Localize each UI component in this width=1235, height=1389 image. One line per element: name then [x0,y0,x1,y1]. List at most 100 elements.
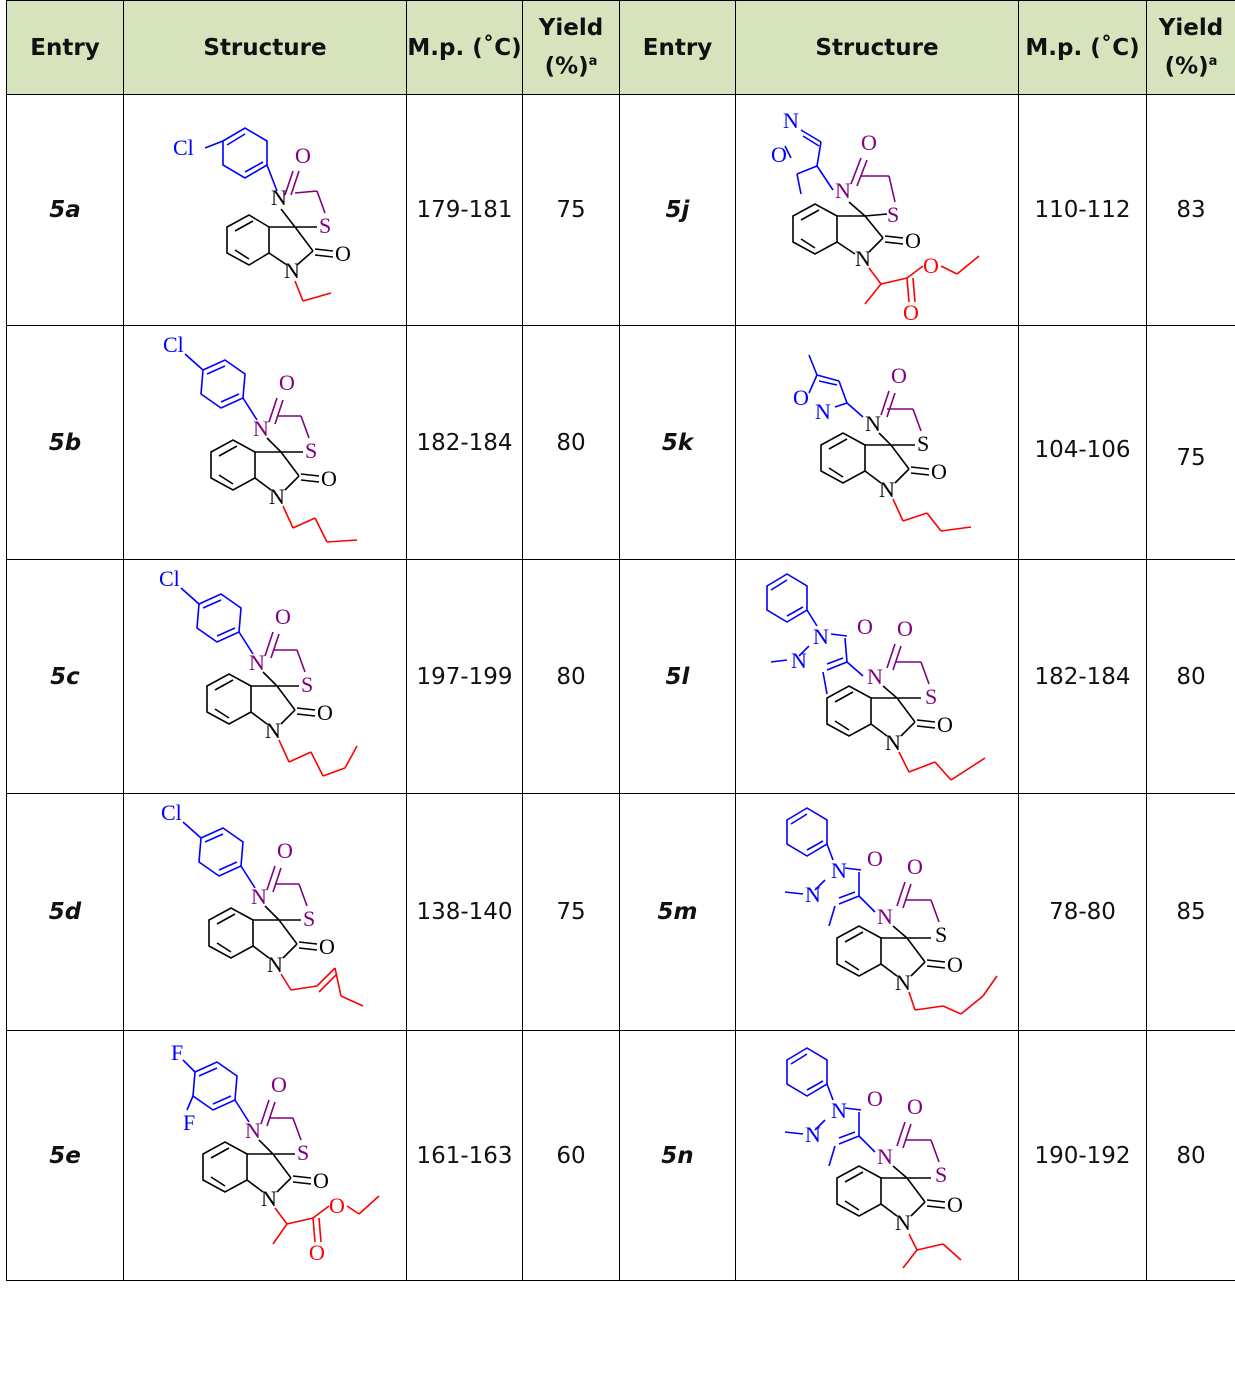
atom-label-o: O [905,228,921,253]
bond-group [784,1047,876,1167]
atom-label-s: S [301,672,313,697]
bond-group [896,1121,940,1163]
atom-label-n: N [805,1122,821,1147]
bond-group [282,505,358,543]
bond-group [268,397,310,439]
table-row: 5e F F N [6,1030,1235,1281]
atom-label-n: N [269,484,285,509]
atom-label-o: O [891,363,907,388]
structure-5m: N N O O N S [784,806,998,1015]
atom-label-s: S [297,1140,309,1165]
table-row: 5b Cl N O S [6,325,1235,560]
atom-label-o: O [295,143,311,168]
bond-group [892,498,972,532]
atom-label-n: N [783,108,799,133]
atom-label-s: S [303,906,315,931]
mp-cell: 104-106 [1018,325,1147,560]
structure-cell: F F N O S [123,1030,407,1281]
bond-group [784,128,834,194]
yield-cell: 60 [522,1030,620,1281]
atom-label-o: O [857,614,873,639]
atom-label-o: O [309,1240,325,1265]
bond-group [226,208,334,266]
atom-label-s: S [917,431,929,456]
atom-label-s: S [935,922,947,947]
header-yield: Yield(%)a [522,0,620,95]
mp-cell: 182-184 [1018,559,1147,794]
header-yield-label: Yield [538,15,604,42]
structure-cell: Cl N O S O [123,793,407,1031]
structure-cell: N N O O N S [735,1030,1019,1281]
bond-group [264,631,306,673]
atom-label-n: N [877,904,893,929]
atom-label-n: N [831,1098,847,1123]
bond-group [836,1165,946,1217]
atom-label-cl: Cl [159,566,180,591]
bond-group [180,587,254,655]
bond-group [880,390,922,432]
mp-cell: 161-163 [406,1030,523,1281]
bond-group [792,200,904,255]
atom-label-n: N [251,884,267,909]
bond-group [836,924,946,977]
bond-group [182,1059,250,1123]
bond-group [896,881,940,922]
structure-cell: Cl N O S O [123,559,407,794]
atom-label-o: O [907,1094,923,1119]
atom-label-n: N [245,1118,261,1143]
bond-group [278,739,358,777]
bond-group [294,280,332,302]
atom-label-o: O [931,459,947,484]
table-row: 5a Cl O S N [6,94,1235,326]
atom-label-n: N [865,411,881,436]
mp-cell: 197-199 [406,559,523,794]
structure-cell: N N O O N S [735,793,1019,1031]
structure-cell: Cl O S N O [123,94,407,326]
header-mp-2: M.p. (˚C) [1018,0,1147,95]
yield-cell: 75 [522,94,620,326]
atom-label-o: O [867,1086,883,1111]
atom-label-o: O [867,846,883,871]
atom-label-o: O [897,616,913,641]
atom-label-s: S [319,213,331,238]
atom-label-s: S [305,438,317,463]
atom-label-n: N [877,1144,893,1169]
bond-group [908,975,998,1015]
structure-5k: O N N O S [793,354,972,532]
atom-label-o: O [923,253,939,278]
atom-label-n: N [271,185,287,210]
structure-cell: N O N O S [735,94,1019,326]
atom-label-o: O [335,241,351,266]
atom-label-o: O [793,385,809,410]
atom-label-n: N [831,858,847,883]
bond-group [850,157,896,202]
entry-cell: 5a [6,94,124,326]
atom-label-o: O [319,934,335,959]
bond-group [826,685,936,737]
header-yield-2: Yield(%)a [1146,0,1235,95]
atom-label-o: O [771,142,787,167]
yield-cell: 83 [1146,94,1235,326]
atom-label-o: O [313,1168,329,1193]
bond-group [766,573,864,695]
header-yield-unit-2: (%) [1164,53,1209,80]
atom-label-n: N [791,648,807,673]
compounds-table: Entry Structure M.p. (˚C) Yield(%)a Entr… [6,0,1235,1281]
bond-group [284,170,326,213]
atom-label-n: N [805,882,821,907]
header-yield-footnote: a [588,54,598,70]
atom-label-o: O [277,838,293,863]
mp-cell: 179-181 [406,94,523,326]
header-row: Entry Structure M.p. (˚C) Yield(%)a Entr… [6,0,1235,95]
bond-group [898,751,986,781]
atom-label-n: N [895,1210,911,1235]
bond-group [808,354,864,418]
atom-label-n: N [267,952,283,977]
atom-label-n: N [284,258,300,283]
table-row: 5c Cl N O S [6,559,1235,794]
structure-5n: N N O O N S [784,1047,963,1269]
yield-cell: 85 [1146,793,1235,1031]
atom-label-n: N [249,650,265,675]
atom-label-f: F [171,1040,183,1065]
atom-label-o: O [275,604,291,629]
